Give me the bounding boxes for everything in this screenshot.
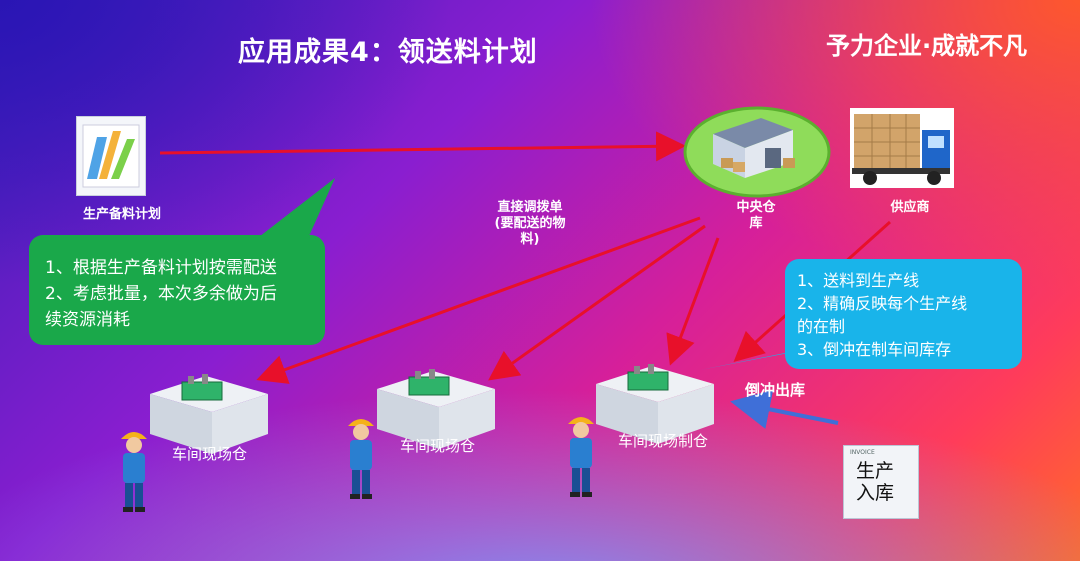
- arrow-warehouse-to-workshop3: [666, 237, 720, 366]
- arrow-warehouse-to-workshop2: [488, 224, 706, 381]
- workshop-warehouse-2-label: 车间现场仓: [400, 437, 476, 455]
- workshop-warehouse-1-icon: [150, 372, 268, 454]
- arrow-plan-to-warehouse: [159, 131, 686, 162]
- arrow-backflush: [730, 389, 839, 429]
- green-callout: 1、根据生产备料计划按需配送 2、考虑批量，本次多余做为后 续资源消耗: [29, 235, 325, 345]
- blue-callout-line-3: 的在制: [797, 317, 846, 336]
- plan-label: 生产备料计划: [82, 207, 161, 222]
- worker-3-icon: [562, 410, 600, 498]
- blue-callout-line-2: 2、精确反映每个生产线: [797, 294, 968, 313]
- green-callout-pointer: [255, 178, 335, 245]
- invoice-label: INVOICE: [850, 449, 875, 456]
- central-warehouse-label: 中央仓 库: [736, 200, 776, 231]
- workshop-warehouse-2-icon: [377, 367, 495, 449]
- workshop-warehouse-3-label: 车间现场制仓: [618, 432, 709, 450]
- green-callout-line-1: 1、根据生产备料计划按需配送: [45, 258, 277, 278]
- worker-1-icon: [115, 425, 153, 513]
- blue-callout-line-1: 1、送料到生产线: [797, 271, 920, 290]
- supplier-truck-icon: [850, 108, 954, 188]
- central-warehouse-icon: [683, 100, 831, 198]
- blue-callout-line-4: 3、倒冲在制车间库存: [797, 340, 952, 359]
- production-plan-icon: [76, 116, 146, 196]
- workshop-warehouse-3-icon: [596, 362, 714, 444]
- green-callout-line-2: 2、考虑批量，本次多余做为后: [45, 284, 277, 304]
- page-title: 应用成果4：领送料计划: [238, 37, 538, 68]
- green-callout-line-3: 续资源消耗: [45, 310, 130, 330]
- worker-2-icon: [342, 412, 380, 500]
- arrow-warehouse-to-workshop1: [256, 216, 701, 384]
- blue-callout: 1、送料到生产线 2、精确反映每个生产线 的在制 3、倒冲在制车间库存: [785, 259, 1022, 369]
- workshop-warehouse-1-label: 车间现场仓: [172, 445, 248, 463]
- slogan: 予力企业·成就不凡: [826, 32, 1028, 60]
- supplier-label: 供应商: [890, 200, 930, 215]
- transfer-order-label: 直接调拨单 (要配送的物 料): [494, 200, 566, 247]
- production-receipt-document-icon: INVOICE 生产 入库: [843, 445, 919, 519]
- production-receipt-label: 生产 入库: [856, 460, 895, 504]
- backflush-label: 倒冲出库: [745, 381, 806, 399]
